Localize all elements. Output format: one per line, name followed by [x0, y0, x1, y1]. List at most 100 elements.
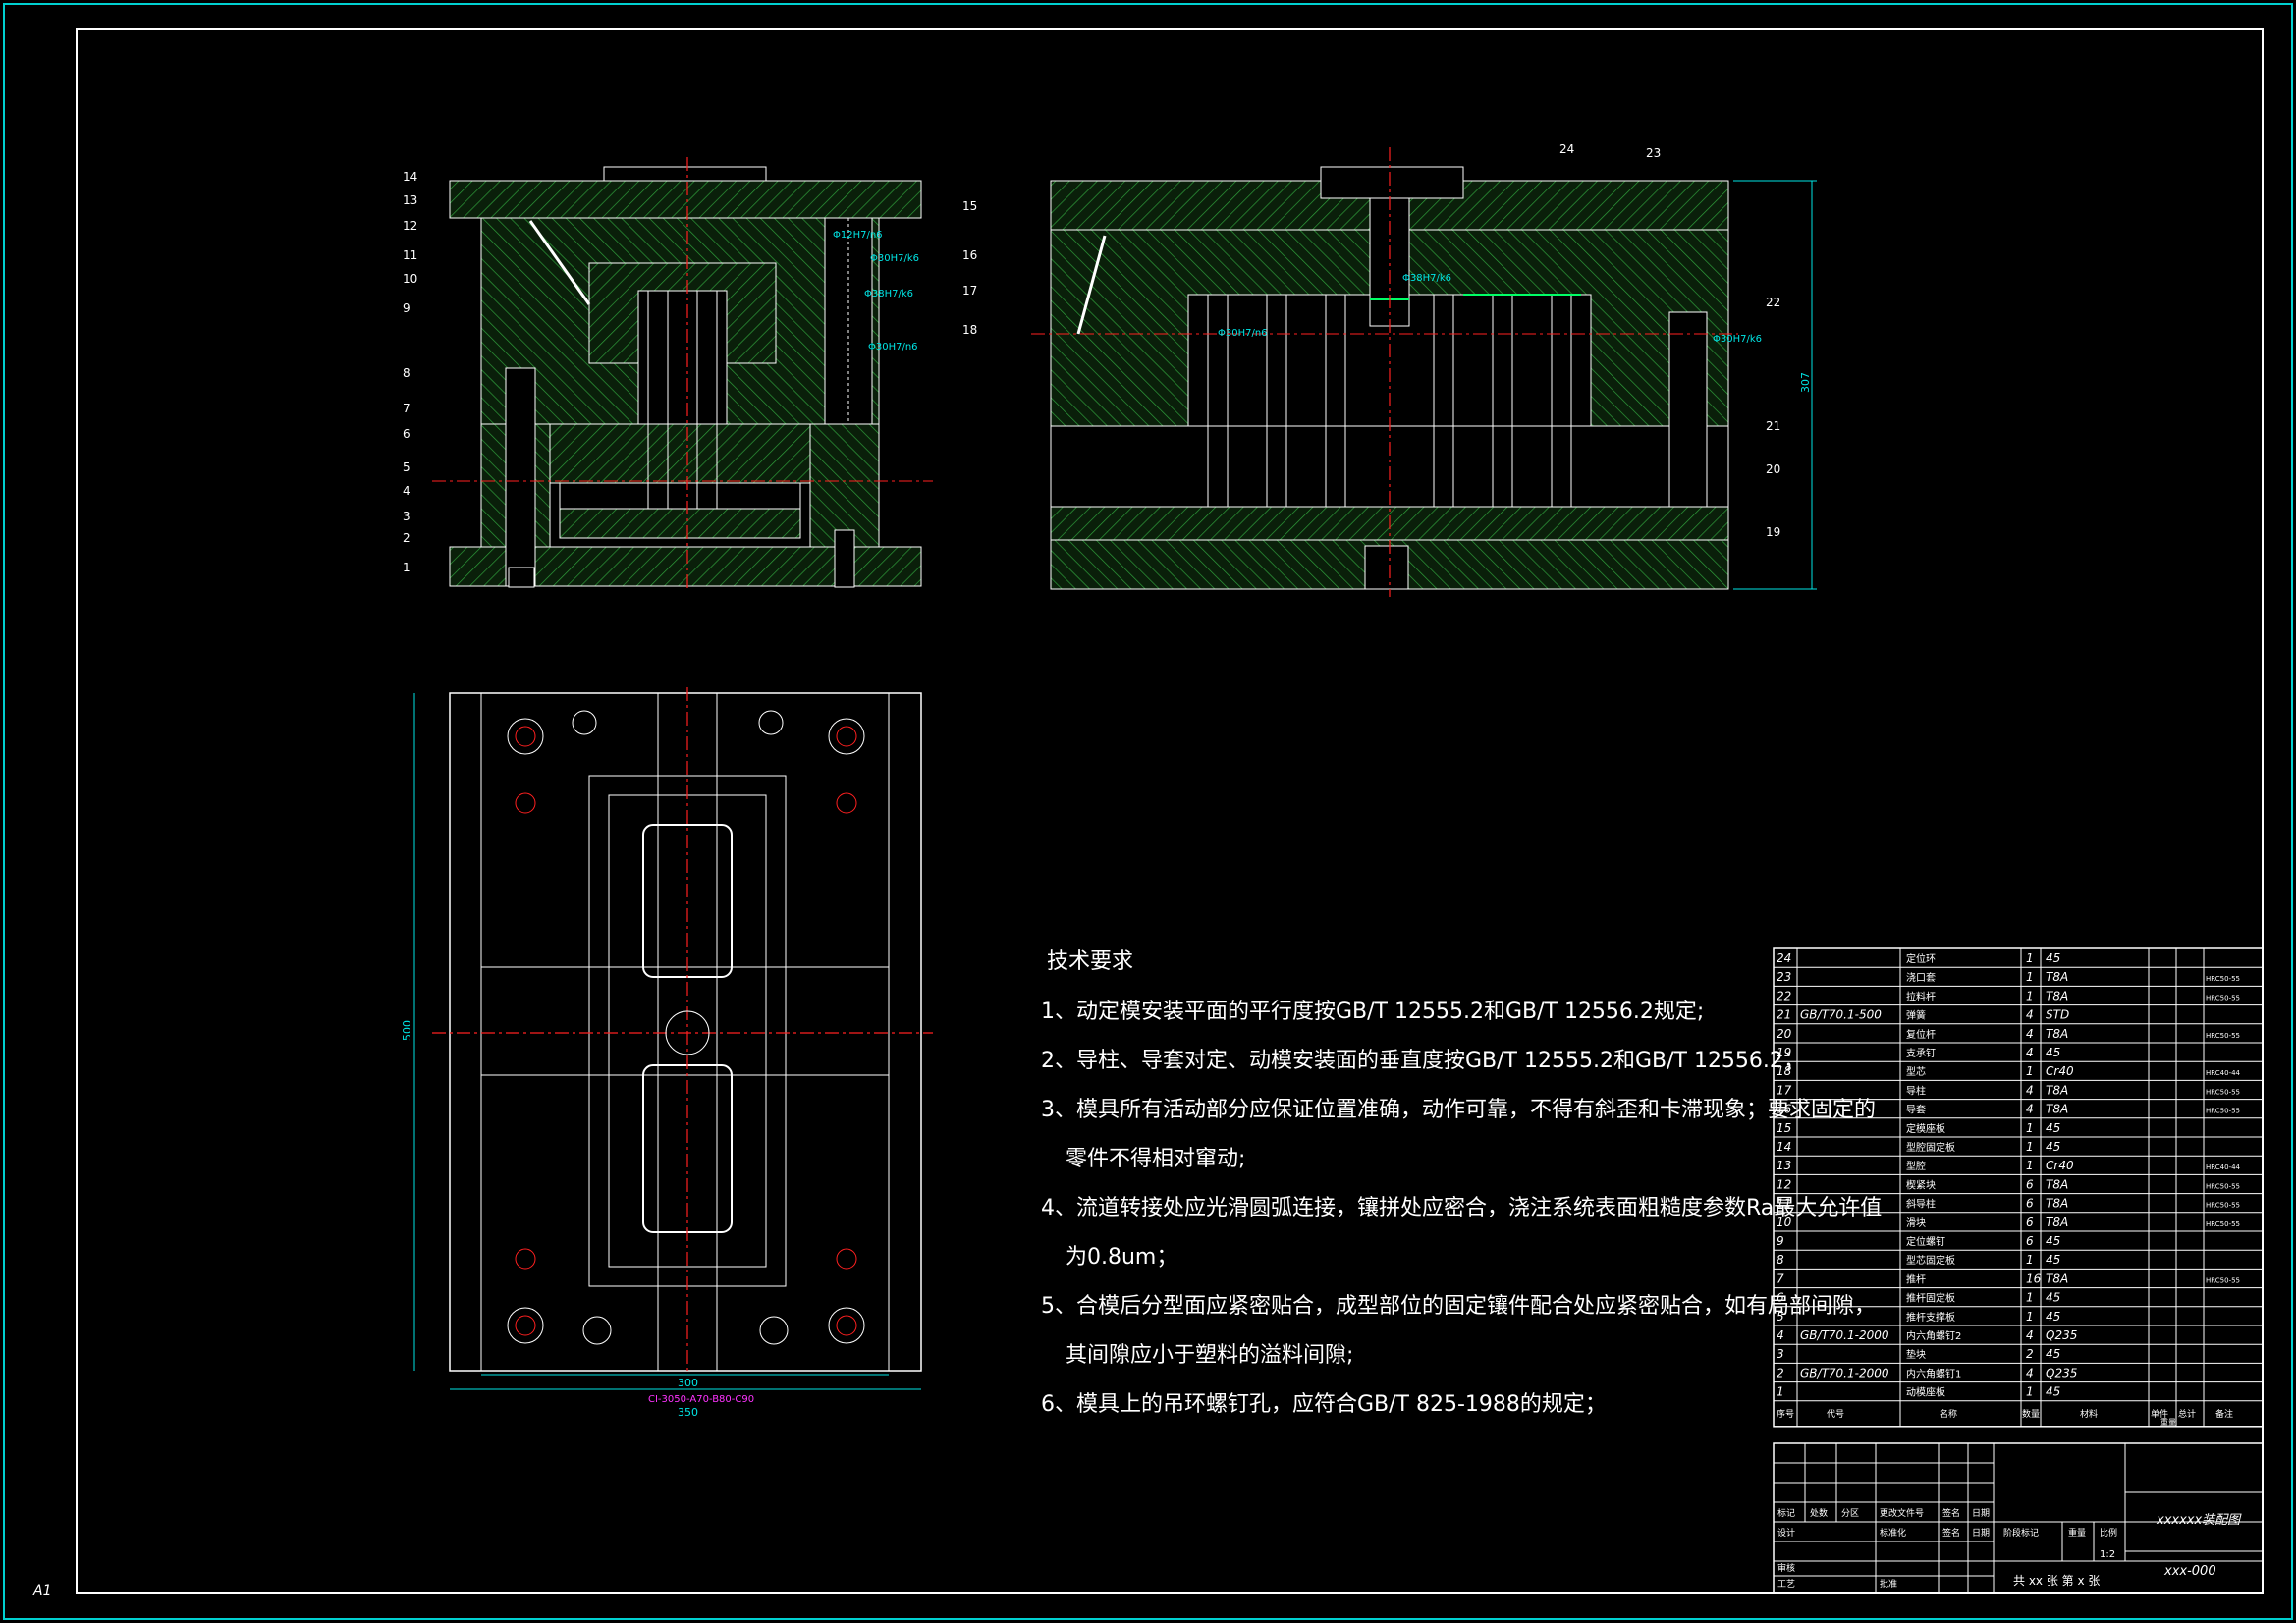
- bom-cell: 弹簧: [1906, 1009, 1926, 1022]
- bom-cell: Q235: [2046, 1328, 2077, 1342]
- svg-text:18: 18: [962, 323, 977, 337]
- bom-cell: T8A: [2046, 1271, 2068, 1285]
- bom-cell: 楔紧块: [1906, 1179, 1936, 1191]
- bom-cell: 6: [2026, 1177, 2034, 1191]
- bom-cell: 4: [2026, 1008, 2034, 1022]
- tech-req-title: 技术要求: [1047, 949, 1133, 974]
- bom-cell: 复位杆: [1906, 1028, 1936, 1041]
- bom-cell: HRC50-55: [2206, 1088, 2240, 1096]
- bom-cell: T8A: [2046, 970, 2068, 984]
- bom-cell: 16: [2026, 1271, 2042, 1285]
- svg-text:23: 23: [1646, 146, 1661, 160]
- bom-cell: 1: [2026, 1310, 2034, 1324]
- svg-text:300: 300: [678, 1377, 698, 1389]
- bom-cell: T8A: [2046, 1027, 2068, 1041]
- bom-cell: 6: [1777, 1291, 1784, 1305]
- svg-text:20: 20: [1766, 462, 1780, 476]
- front-section-view: [432, 157, 933, 589]
- bom-cell: T8A: [2046, 1103, 2068, 1116]
- bom-cell: 45: [2046, 1310, 2060, 1324]
- bom-cell: 9: [1777, 1234, 1784, 1248]
- svg-text:Φ30H7/k6: Φ30H7/k6: [870, 253, 919, 264]
- bom-cell: 1: [2026, 1253, 2034, 1267]
- bom-header-cell: 单件: [2151, 1408, 2168, 1420]
- bom-cell: 7: [1777, 1271, 1784, 1285]
- bom-header-cell: 序号: [1777, 1408, 1794, 1420]
- bom-cell: 45: [2046, 951, 2060, 965]
- bom-cell: 5: [1777, 1310, 1784, 1324]
- bom-cell: 4: [2026, 1366, 2034, 1380]
- svg-text:17: 17: [962, 284, 977, 298]
- bom-cell: 定模座板: [1906, 1122, 1945, 1135]
- bom-cell: 6: [2026, 1197, 2034, 1211]
- side-section-view: 307: [1031, 147, 1817, 597]
- svg-text:Φ38H7/k6: Φ38H7/k6: [1402, 273, 1451, 284]
- svg-text:标记: 标记: [1777, 1507, 1795, 1519]
- bom-cell: 支承钉: [1906, 1048, 1936, 1059]
- bom-cell: 11: [1777, 1197, 1791, 1211]
- top-view: 350 300 500 CI-3050-A70-B80-C90: [401, 687, 933, 1419]
- bom-cell: 10: [1777, 1216, 1792, 1229]
- bom-cell: T8A: [2046, 1083, 2068, 1097]
- svg-text:14: 14: [403, 170, 417, 184]
- tech-req-item: 5、合模后分型面应紧密贴合，成型部位的固定镶件配合处应紧密贴合，如有局部间隙，: [1041, 1294, 1876, 1319]
- svg-text:签名: 签名: [1942, 1527, 1960, 1539]
- svg-text:500: 500: [401, 1020, 413, 1041]
- svg-text:21: 21: [1766, 419, 1780, 433]
- bom-cell: 4: [1777, 1328, 1784, 1342]
- bom-header-cell: 代号: [1827, 1409, 1844, 1420]
- drawing-number: xxx-000: [2163, 1564, 2216, 1579]
- bom-cell: 45: [2046, 1046, 2060, 1059]
- svg-text:Φ12H7/n6: Φ12H7/n6: [833, 230, 883, 241]
- bom-cell: T8A: [2046, 1197, 2068, 1211]
- bom-cell: 2: [1777, 1366, 1784, 1380]
- svg-text:24: 24: [1559, 142, 1574, 156]
- svg-text:2: 2: [403, 531, 410, 545]
- bom-cell: 定位螺钉: [1906, 1235, 1945, 1248]
- tech-req-item: 4、流道转接处应光滑圆弧连接，镶拼处应密合，浇注系统表面粗糙度参数Ra最大允许值: [1041, 1196, 1882, 1220]
- bom-cell: Cr40: [2046, 1159, 2074, 1172]
- bom-cell: GB/T70.1-500: [1800, 1008, 1882, 1022]
- svg-text:Φ30H7/k6: Φ30H7/k6: [1713, 334, 1762, 345]
- bom-cell: HRC40-44: [2206, 1163, 2241, 1171]
- svg-text:比例: 比例: [2100, 1527, 2117, 1539]
- svg-text:12: 12: [403, 219, 417, 233]
- bom-cell: 45: [2046, 1253, 2060, 1267]
- bom-cell: 1: [2026, 1291, 2034, 1305]
- bom-cell: Q235: [2046, 1366, 2077, 1380]
- bom-cell: 导柱: [1906, 1084, 1926, 1097]
- side-view-labels: 24 23 22 21 20 19 Φ38H7/k6 Φ30H7/n6 Φ30H…: [1218, 142, 1780, 539]
- svg-text:15: 15: [962, 199, 977, 213]
- bom-cell: 定位环: [1906, 952, 1936, 965]
- bom-cell: 45: [2046, 1385, 2060, 1399]
- technical-requirements: 技术要求 1、动定模安装平面的平行度按GB/T 12555.2和GB/T 125…: [1041, 949, 1882, 1417]
- bom-cell: 导套: [1906, 1104, 1926, 1116]
- bom-cell: 推杆固定板: [1906, 1292, 1955, 1305]
- bom-header-cell: 重量: [2160, 1417, 2176, 1427]
- front-view-labels: 14 13 12 11 10 9 8 7 6 5 4 3 2 1 15 16 1…: [403, 170, 977, 574]
- svg-text:1: 1: [403, 561, 410, 574]
- bom-header-cell: 总计: [2178, 1408, 2196, 1420]
- bom-cell: 3: [1777, 1347, 1784, 1361]
- bom-cell: HRC50-55: [2206, 1202, 2240, 1210]
- bom-cell: 1: [2026, 989, 2034, 1002]
- bom-cell: 内六角螺钉2: [1906, 1329, 1961, 1342]
- svg-text:阶段标记: 阶段标记: [2003, 1527, 2039, 1539]
- bom-cell: 17: [1777, 1083, 1792, 1097]
- bom-cell: 动模座板: [1906, 1386, 1945, 1399]
- bom-cell: 2: [2026, 1347, 2034, 1361]
- svg-text:批准: 批准: [1880, 1578, 1897, 1590]
- bom-cell: 内六角螺钉1: [1906, 1367, 1961, 1380]
- bom-cell: 14: [1777, 1140, 1791, 1154]
- bom-cell: 45: [2046, 1140, 2060, 1154]
- bom-cell: 6: [2026, 1234, 2034, 1248]
- svg-text:3: 3: [403, 510, 410, 523]
- bom-cell: 1: [2026, 1064, 2034, 1078]
- bom-cell: 型芯固定板: [1906, 1254, 1955, 1267]
- svg-text:19: 19: [1766, 525, 1780, 539]
- svg-text:审核: 审核: [1777, 1562, 1795, 1574]
- bom-cell: 45: [2046, 1121, 2060, 1135]
- bom-cell: 1: [2026, 1159, 2034, 1172]
- svg-text:16: 16: [962, 248, 977, 262]
